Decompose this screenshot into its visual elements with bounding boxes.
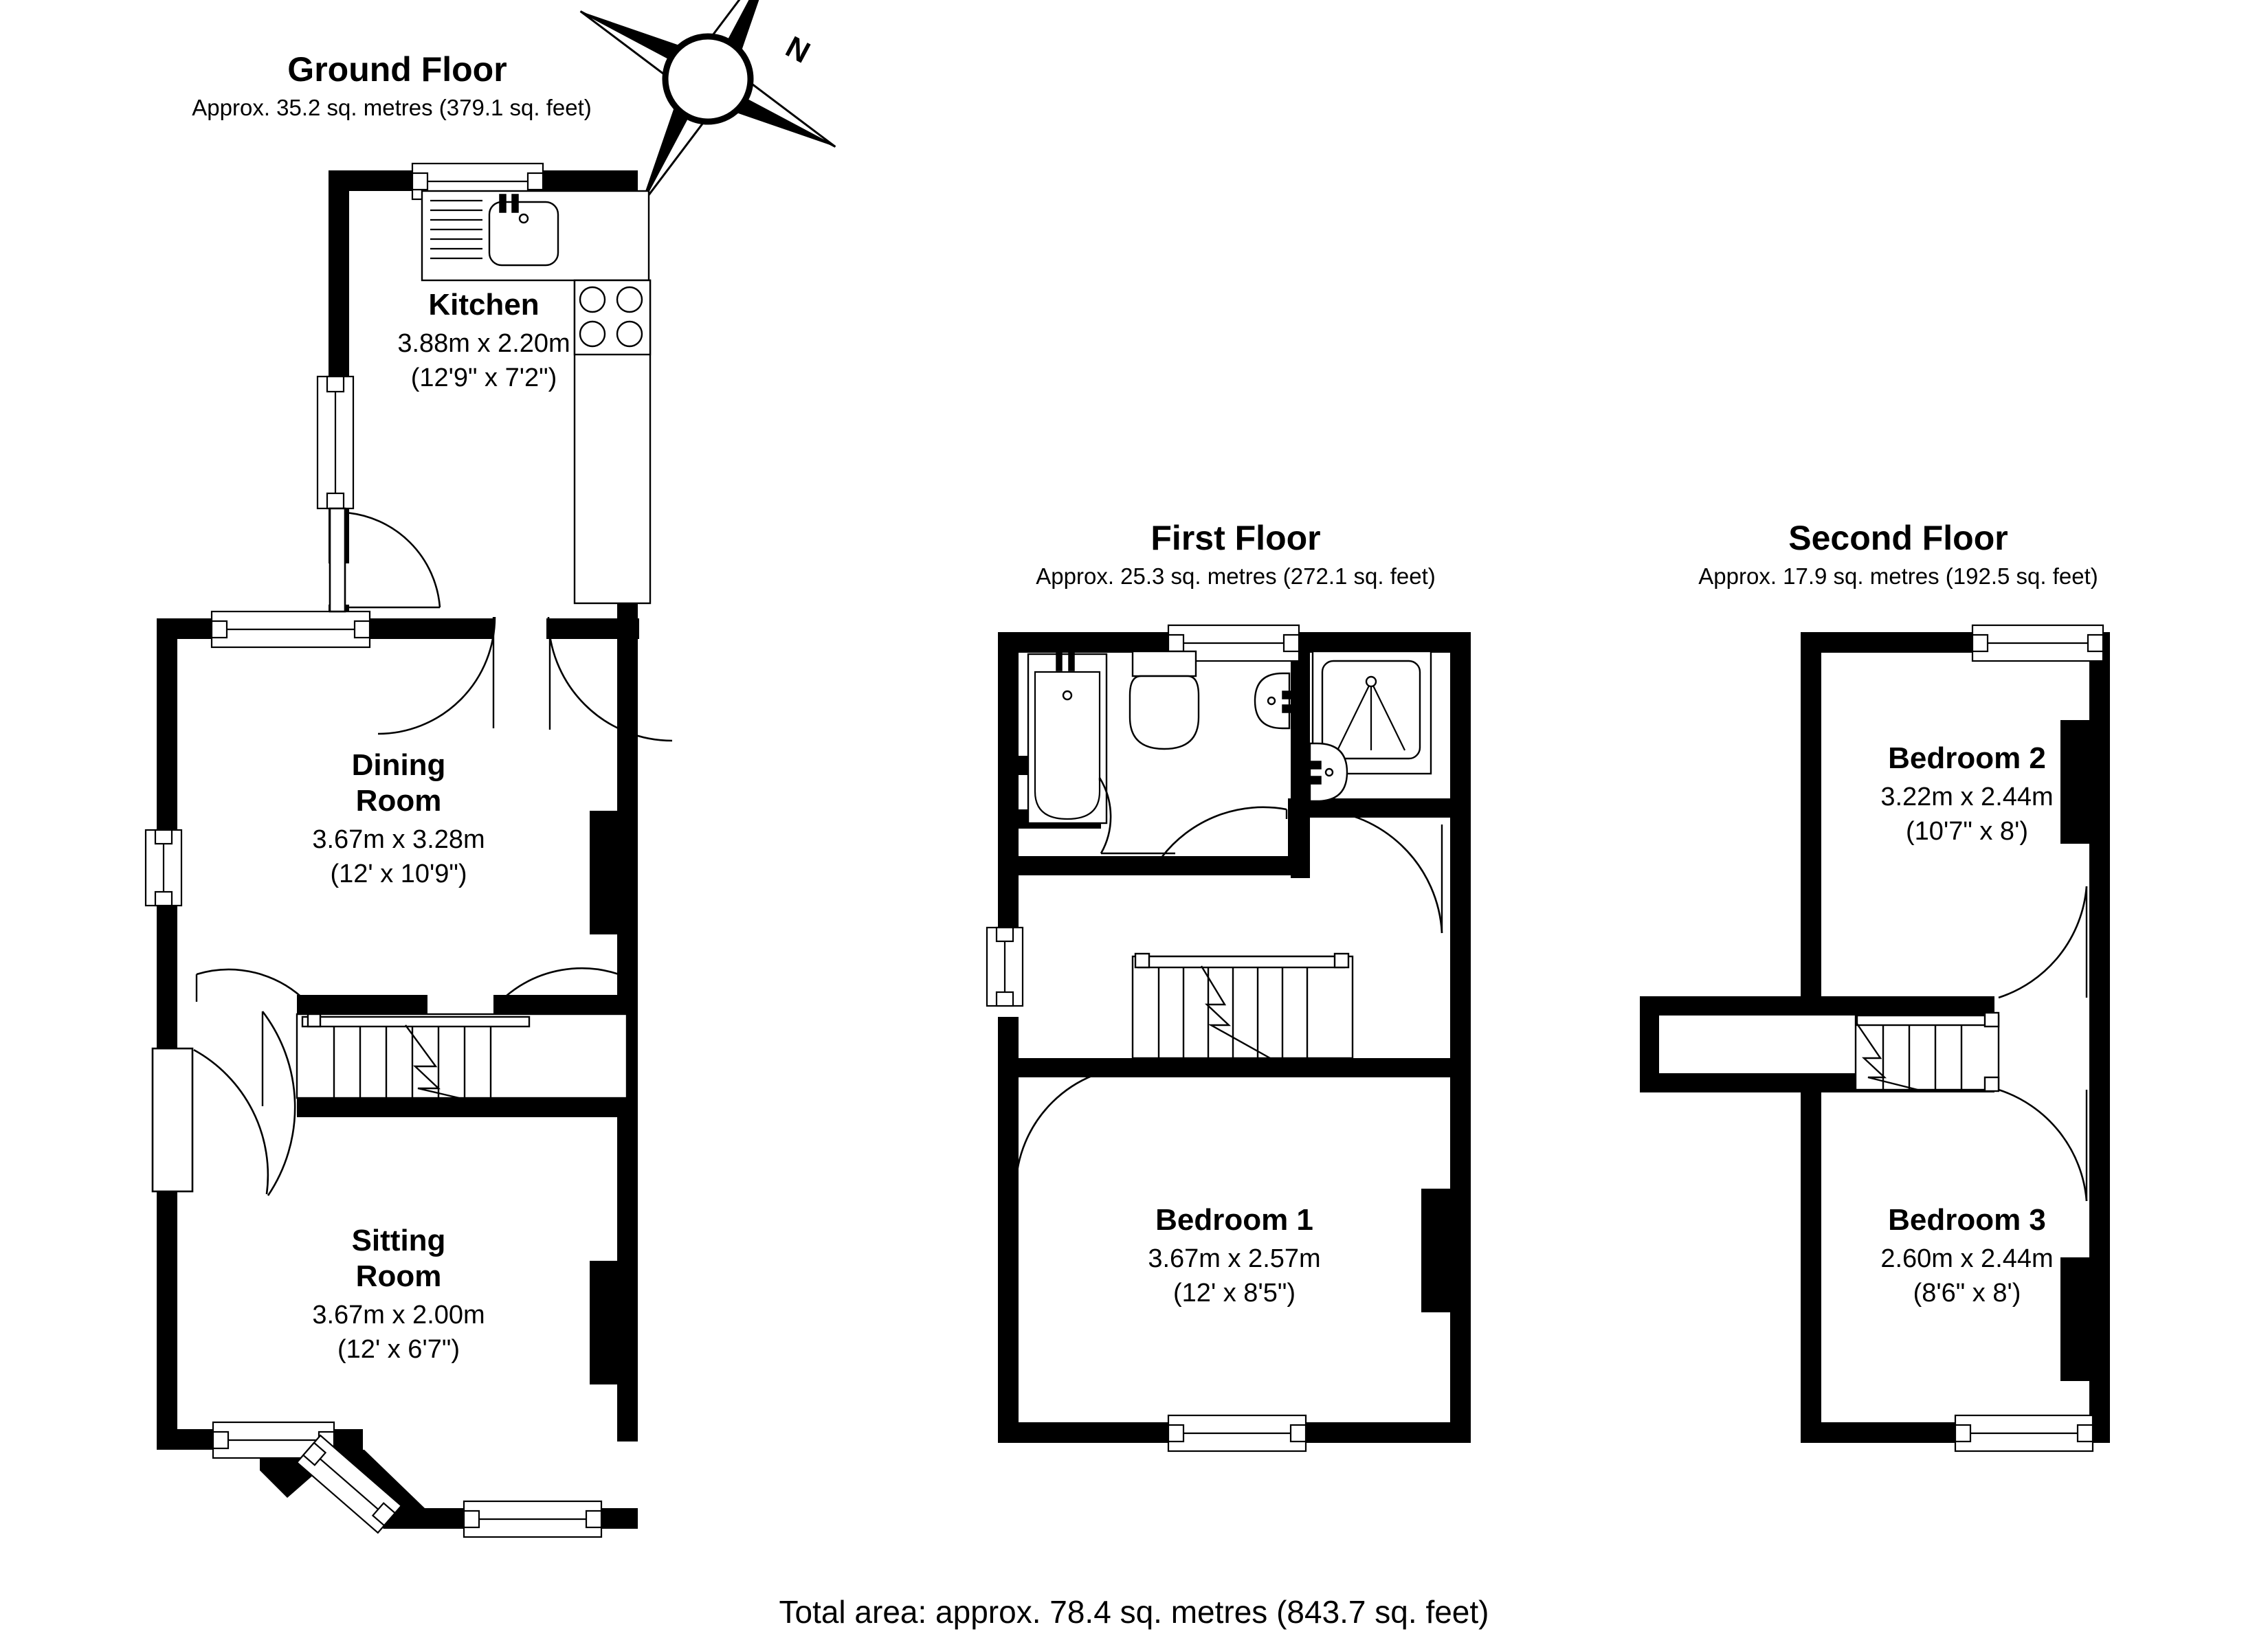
window-dining-side bbox=[144, 829, 183, 907]
dining-room-name-line1: Dining bbox=[352, 748, 446, 782]
kitchen-name: Kitchen bbox=[428, 288, 539, 322]
kitchen-dim-metric: 3.88m x 2.20m bbox=[397, 329, 570, 358]
bathtub-icon bbox=[1027, 651, 1108, 824]
bedroom-2-dim-metric: 3.22m x 2.44m bbox=[1880, 783, 2053, 811]
door-front-entrance bbox=[151, 1047, 269, 1195]
door-bedroom-1 bbox=[1014, 1065, 1139, 1188]
ground-floor-heading: Ground Floor Approx. 35.2 sq. metres (37… bbox=[192, 50, 591, 120]
total-area-label: Total area: approx. 78.4 sq. metres (843… bbox=[779, 1594, 1489, 1630]
staircase-ground-icon bbox=[296, 1013, 628, 1099]
bedroom-3-dim-metric: 2.60m x 2.44m bbox=[1880, 1244, 2053, 1273]
door-kitchen-back bbox=[329, 507, 441, 613]
kitchen-dim-imperial: (12'9" x 7'2") bbox=[411, 363, 557, 392]
sink-icon bbox=[488, 194, 559, 267]
washbasin-upper-icon bbox=[1254, 672, 1303, 730]
ground-floor-plan: Kitchen 3.88m x 2.20m (12'9" x 7'2") Din… bbox=[144, 162, 673, 1538]
window-dining-rear bbox=[210, 610, 371, 649]
bedroom-1-dim-metric: 3.67m x 2.57m bbox=[1148, 1244, 1320, 1273]
kitchen-label: Kitchen 3.88m x 2.20m (12'9" x 7'2") bbox=[397, 288, 570, 392]
second-floor-heading: Second Floor Approx. 17.9 sq. metres (19… bbox=[1698, 519, 2098, 589]
door-airing-cupboard bbox=[1098, 777, 1175, 855]
dining-room-dim-metric: 3.67m x 3.28m bbox=[312, 825, 485, 854]
compass-rose-icon bbox=[579, 0, 836, 207]
dining-room-label: Dining Room 3.67m x 3.28m (12' x 10'9") bbox=[312, 748, 485, 888]
second-floor-plan: Bedroom 2 3.22m x 2.44m (10'7" x 8') Bed… bbox=[1640, 624, 2110, 1452]
second-floor-doors bbox=[1998, 886, 2088, 1202]
door-hall-sitting bbox=[261, 1011, 296, 1196]
window-kitchen-side bbox=[316, 375, 355, 510]
hob-icon bbox=[573, 279, 652, 356]
staircase-second-icon bbox=[1854, 1011, 2000, 1092]
ground-floor-area: Approx. 35.2 sq. metres (379.1 sq. feet) bbox=[192, 95, 591, 120]
bedroom-3-label: Bedroom 3 2.60m x 2.44m (8'6" x 8') bbox=[1880, 1203, 2053, 1308]
door-bedroom-3 bbox=[1998, 1088, 2088, 1202]
door-dining-stairs bbox=[195, 968, 307, 1002]
door-bathroom bbox=[1160, 806, 1288, 858]
ground-floor-doors bbox=[151, 507, 673, 1196]
draining-board-icon bbox=[430, 199, 482, 260]
bedroom-1-label: Bedroom 1 3.67m x 2.57m (12' x 8'5") bbox=[1148, 1203, 1320, 1308]
window-bedroom3-front bbox=[1954, 1414, 2094, 1452]
door-bedroom-2 bbox=[1998, 886, 2088, 999]
window-bedroom1-front bbox=[1167, 1414, 1307, 1452]
dining-room-dim-imperial: (12' x 10'9") bbox=[330, 860, 467, 888]
ground-floor-title: Ground Floor bbox=[287, 50, 507, 89]
door-dining-hall bbox=[547, 616, 673, 742]
sitting-room-name-line2: Room bbox=[356, 1259, 442, 1293]
door-landing-right bbox=[1311, 808, 1443, 934]
ground-floor-windows bbox=[144, 162, 603, 1538]
bedroom-2-dim-imperial: (10'7" x 8') bbox=[1906, 817, 2028, 846]
window-bay-canted bbox=[296, 1434, 403, 1534]
door-sitting-hall bbox=[505, 967, 624, 998]
staircase-first-icon bbox=[1131, 952, 1354, 1059]
bedroom-2-name: Bedroom 2 bbox=[1888, 741, 2046, 775]
sitting-room-dim-metric: 3.67m x 2.00m bbox=[312, 1301, 485, 1330]
sitting-room-label: Sitting Room 3.67m x 2.00m (12' x 6'7") bbox=[312, 1224, 485, 1364]
second-floor-windows bbox=[1954, 624, 2104, 1452]
sitting-room-dim-imperial: (12' x 6'7") bbox=[337, 1335, 460, 1364]
bedroom-1-name: Bedroom 1 bbox=[1155, 1203, 1313, 1237]
kitchen-fixtures bbox=[421, 190, 652, 605]
sitting-room-name-line1: Sitting bbox=[352, 1224, 446, 1257]
bedroom-3-name: Bedroom 3 bbox=[1888, 1203, 2046, 1237]
first-floor-plan: Bedroom 1 3.67m x 2.57m (12' x 8'5") bbox=[986, 624, 1471, 1452]
washbasin-lower-icon bbox=[1299, 742, 1348, 803]
bedroom-1-dim-imperial: (12' x 8'5") bbox=[1173, 1279, 1296, 1308]
bedroom-2-label: Bedroom 2 3.22m x 2.44m (10'7" x 8') bbox=[1880, 741, 2053, 846]
toilet-icon bbox=[1129, 650, 1200, 750]
second-floor-title: Second Floor bbox=[1788, 519, 2008, 557]
bedroom-3-dim-imperial: (8'6" x 8') bbox=[1913, 1279, 2021, 1308]
window-bay-right bbox=[463, 1500, 603, 1538]
window-bedroom2-rear bbox=[1971, 624, 2104, 662]
first-floor-title: First Floor bbox=[1150, 519, 1320, 557]
dining-room-name-line2: Room bbox=[356, 784, 442, 818]
door-kitchen-dining bbox=[377, 616, 496, 735]
first-floor-doors bbox=[1014, 777, 1443, 1188]
first-floor-area: Approx. 25.3 sq. metres (272.1 sq. feet) bbox=[1036, 563, 1435, 589]
first-floor-heading: First Floor Approx. 25.3 sq. metres (272… bbox=[1036, 519, 1435, 589]
second-floor-area: Approx. 17.9 sq. metres (192.5 sq. feet) bbox=[1698, 563, 2098, 589]
bathroom-fixtures bbox=[1027, 650, 1432, 824]
window-bedroom1-side bbox=[986, 926, 1024, 1007]
